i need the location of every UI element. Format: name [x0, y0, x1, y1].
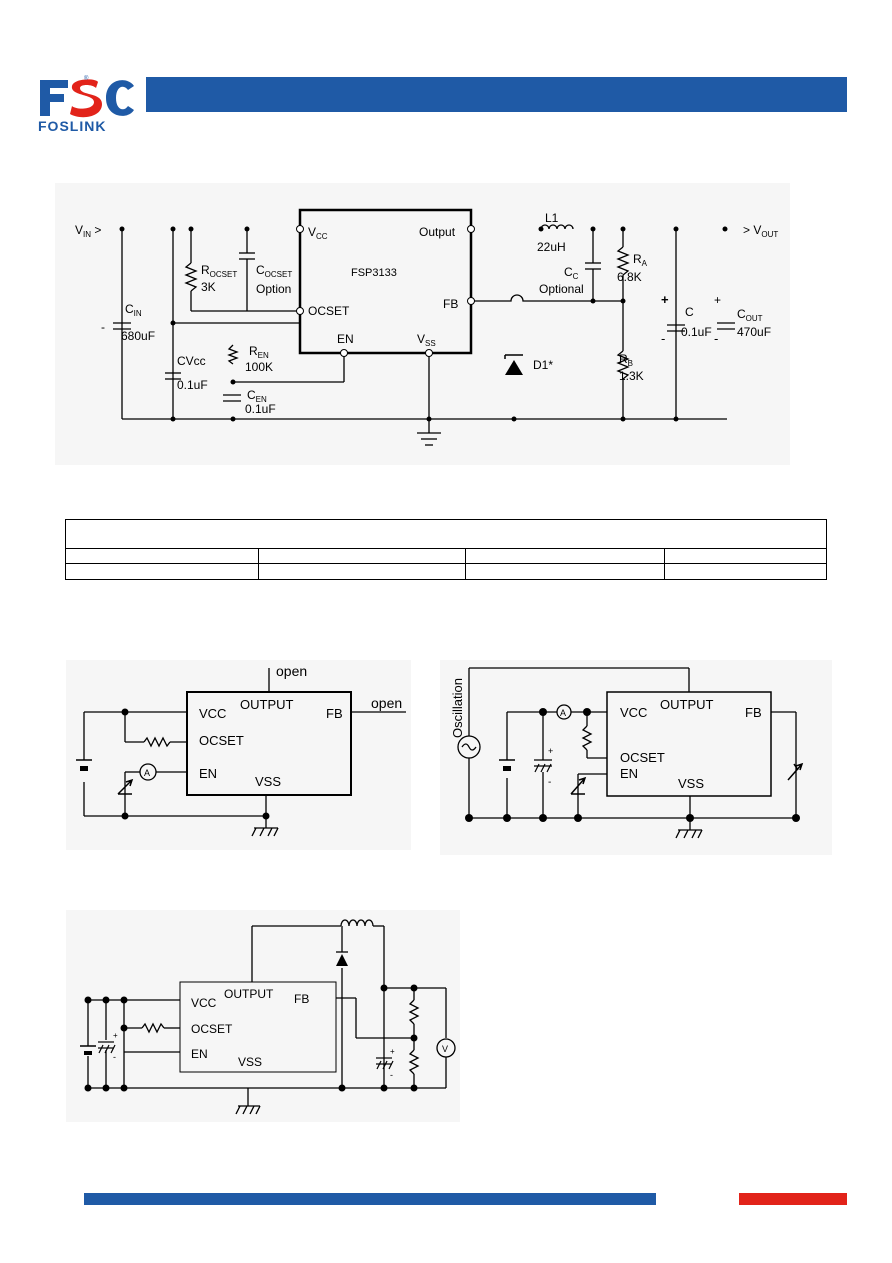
test-circuit-1: open open OUTPUT VCC FB OCSET EN VSS A	[66, 660, 411, 850]
tc2-pin-ocset: OCSET	[620, 750, 665, 765]
pin-ocset: OCSET	[308, 304, 350, 318]
c-minus: -	[661, 331, 665, 346]
ren-label: REN	[249, 344, 269, 360]
chip-name: FSP3133	[351, 267, 397, 279]
tc2-ammeter: A	[560, 708, 566, 718]
tc1-pin-output: OUTPUT	[240, 697, 294, 712]
c-label: C	[685, 305, 694, 319]
pin-en: EN	[337, 332, 354, 346]
cvcc-value: 0.1uF	[177, 378, 208, 392]
vout-label: > VOUT	[743, 223, 778, 239]
tc3-voltmeter: V	[442, 1044, 448, 1054]
rb-value: 1.3K	[619, 369, 644, 383]
tc1-pin-vss: VSS	[255, 774, 281, 789]
ra-value: 6.8K	[617, 270, 642, 284]
logo-wordmark: FOSLINK	[38, 118, 107, 134]
test-circuit-3-background	[66, 910, 460, 1122]
tc3-pin-en: EN	[191, 1047, 208, 1061]
rocset-label: ROCSET	[201, 263, 237, 279]
pin-output: Output	[419, 225, 456, 239]
tc3-pin-vss: VSS	[238, 1055, 262, 1069]
spec-table	[65, 519, 827, 580]
l1-label: L1	[545, 211, 559, 225]
test-circuit-2: Oscillation A + - OUTPUT VCC FB OCSET EN…	[440, 660, 832, 855]
ren-value: 100K	[245, 360, 273, 374]
footer-bar-blue	[84, 1193, 656, 1205]
tc1-pin-ocset: OCSET	[199, 733, 244, 748]
tc3-cout-minus: -	[390, 1070, 393, 1080]
cout-minus: -	[714, 331, 718, 346]
tc2-plus: +	[548, 746, 553, 756]
cout-label: COUT	[737, 307, 763, 323]
footer-bar-red	[739, 1193, 847, 1205]
tc3-pin-fb: FB	[294, 992, 309, 1006]
tc3-minus: -	[113, 1052, 116, 1062]
cc-value: Optional	[539, 282, 584, 296]
cc-label: CC	[564, 265, 579, 281]
tc2-minus: -	[548, 777, 551, 788]
cocset-value: Option	[256, 282, 291, 296]
foslink-logo: ® FOSLINK	[38, 74, 138, 134]
tc3-plus: +	[113, 1031, 118, 1040]
tc3-cout-plus: +	[390, 1047, 395, 1056]
cin-minus: -	[101, 320, 105, 334]
application-circuit: VIN > > VOUT FSP3133 VCC Output OCSET FB…	[55, 183, 790, 465]
table-caption-row	[65, 519, 827, 549]
table-row	[65, 547, 827, 565]
tc2-pin-output: OUTPUT	[660, 697, 714, 712]
pin-vcc: VCC	[308, 225, 328, 241]
l1-value: 22uH	[537, 240, 566, 254]
test-circuit-1-background	[66, 660, 411, 850]
cin-label: CIN	[125, 302, 142, 318]
tc2-pin-vss: VSS	[678, 776, 704, 791]
tc1-ammeter: A	[144, 768, 150, 778]
rocset-value: 3K	[201, 280, 216, 294]
pin-vss: VSS	[417, 332, 436, 348]
cocset-label: COCSET	[256, 263, 292, 279]
rb-label: RB	[619, 352, 633, 368]
tc2-pin-en: EN	[620, 766, 638, 781]
table-row	[65, 563, 827, 580]
tc3-pin-output: OUTPUT	[224, 987, 274, 1001]
d1-label: D1*	[533, 358, 553, 372]
vin-label: VIN >	[75, 223, 101, 239]
tc1-open-top: open	[276, 663, 307, 679]
cen-label: CEN	[247, 388, 267, 404]
test-circuit-3: V + - + - OUTPUT VCC FB OCSET EN VSS	[66, 910, 460, 1122]
tc2-oscillation: Oscillation	[450, 678, 465, 738]
cout-plus: +	[714, 293, 721, 307]
c-value: 0.1uF	[681, 325, 712, 339]
tc1-pin-en: EN	[199, 766, 217, 781]
cen-value: 0.1uF	[245, 402, 276, 416]
tc1-pin-fb: FB	[326, 706, 343, 721]
tc2-pin-vcc: VCC	[620, 705, 647, 720]
cout-value: 470uF	[737, 325, 771, 339]
pin-fb: FB	[443, 297, 458, 311]
ra-label: RA	[633, 252, 648, 268]
cin-value: 680uF	[121, 329, 155, 343]
cvcc-label: CVcc	[177, 354, 206, 368]
tc2-pin-fb: FB	[745, 705, 762, 720]
header-bar	[146, 77, 847, 112]
tc1-pin-vcc: VCC	[199, 706, 226, 721]
tc3-pin-vcc: VCC	[191, 996, 217, 1010]
tc1-open-right: open	[371, 695, 402, 711]
fsc-logo-mark: ®	[40, 75, 134, 118]
application-circuit-background	[55, 183, 790, 465]
tc3-pin-ocset: OCSET	[191, 1022, 233, 1036]
svg-text:®: ®	[84, 75, 89, 82]
c-plus: +	[661, 292, 669, 307]
